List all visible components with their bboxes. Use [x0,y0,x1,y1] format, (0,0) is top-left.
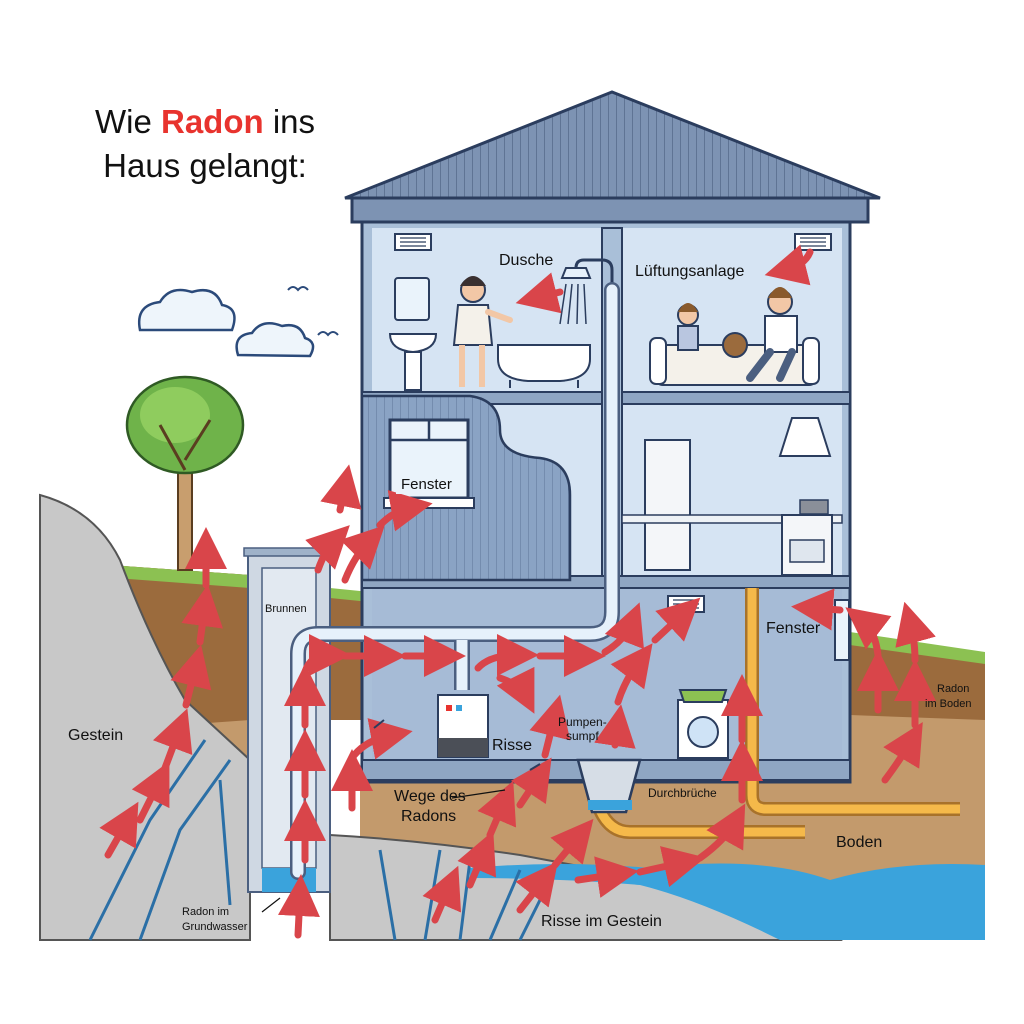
radon-arrow [574,856,639,898]
radon-arrow [181,584,223,646]
label-brunnen: Brunnen [265,603,307,615]
radon-arrow [895,601,936,664]
boiler-icon [437,694,489,758]
leader-line [261,897,281,913]
radon-arrow [496,666,535,714]
page-title: Wie Radon ins Haus gelangt: [60,100,350,188]
radon-arrow [348,718,413,762]
person-icon [746,287,798,382]
radon-arrow [170,644,212,709]
label-fenster-upper-bg [396,472,462,494]
label-fenster-upper: Fenster [401,476,452,493]
radon-arrow [510,757,552,809]
label-radon-boden-1: Radon [937,683,969,695]
label-durchbrueche: Durchbrüche [648,786,717,800]
radon-arrow [601,602,644,656]
rock-left [39,493,251,941]
radon-arrow [881,721,923,784]
radon-arrow [791,588,844,631]
title-line2: Haus gelangt: [103,147,307,184]
label-wege-2: Radons [401,808,456,825]
label-boden: Boden [836,834,882,851]
leader-line [451,789,506,799]
shower-icon [559,258,614,325]
stove-icon [781,499,833,576]
radon-arrow [477,780,517,839]
laundry-basket-icon [678,689,728,703]
radon-arrow [696,803,746,862]
washing-machine-icon [677,689,729,759]
well-shaft [243,547,335,893]
grass-left [110,565,250,588]
fridge-icon [644,439,691,571]
label-risse-gestein: Risse im Gestein [541,913,662,930]
label-pumpensumpf-2: sumpf [566,729,599,743]
radon-arrow [515,272,564,314]
grass-mid [330,588,370,602]
radon-arrow [152,708,193,772]
tree-icon [125,375,245,571]
radon-arrow [529,694,571,759]
radon-arrow [422,865,462,924]
well-water [262,868,316,892]
person-icon [452,276,513,387]
window-icon [383,418,475,509]
person-icon [677,303,699,351]
label-pumpensumpf-1: Pumpen- [558,715,607,729]
radon-arrow [301,634,351,677]
bird-icon [317,331,339,337]
roof-fascia [350,196,870,224]
vent-icon [794,233,832,251]
label-fenster-lower: Fenster [766,620,821,637]
range-hood-icon [778,417,832,457]
radon-arrow [515,861,558,914]
radon-arrow [457,830,497,889]
radon-arrow [594,704,636,749]
groundwater [470,863,985,940]
label-lueftungsanlage: Lüftungsanlage [635,263,745,280]
sink-icon [388,333,438,391]
radon-arrow [131,761,170,824]
label-radon-grund-2: Grundwasser [182,921,248,933]
radon-arrows [99,244,936,939]
crack-mark [373,719,541,771]
sky [137,286,339,358]
title-highlight: Radon [160,103,264,140]
mirror-icon [394,277,430,321]
label-radon-boden-2: im Boden [925,698,971,710]
radon-arrow [550,818,594,869]
bathtub-icon [497,344,591,388]
radon-arrow [305,525,350,574]
label-gestein: Gestein [68,727,123,744]
radon-arrow [474,634,539,677]
radon-arrow [610,643,653,706]
label-radon-grund-1: Radon im [182,906,229,918]
title-prefix: Wie [94,103,152,140]
radon-arrow [340,525,385,584]
radon-arrow [277,874,320,939]
label-risse: Risse [492,737,532,754]
bird-icon [287,286,309,292]
label-dusche: Dusche [499,252,553,269]
vent-icon [394,233,432,251]
radon-arrow [845,607,892,659]
roof [344,90,881,200]
radon-arrow [651,597,701,644]
label-wege-1: Wege des [394,788,466,805]
drain-pipe [593,588,960,839]
radon-arrow [764,244,814,286]
teddy-bear-icon [722,332,748,358]
cloud-icon [137,288,236,332]
rock-fissures [88,739,552,941]
radon-arrow [320,464,362,514]
radon-arrow [99,801,139,859]
kitchen-counter [621,514,843,524]
radon-arrow [636,846,706,888]
radon-arrow [376,489,433,532]
title-suffix: ins [272,103,316,140]
cloud-icon [235,321,315,358]
sump-pit [576,758,642,814]
